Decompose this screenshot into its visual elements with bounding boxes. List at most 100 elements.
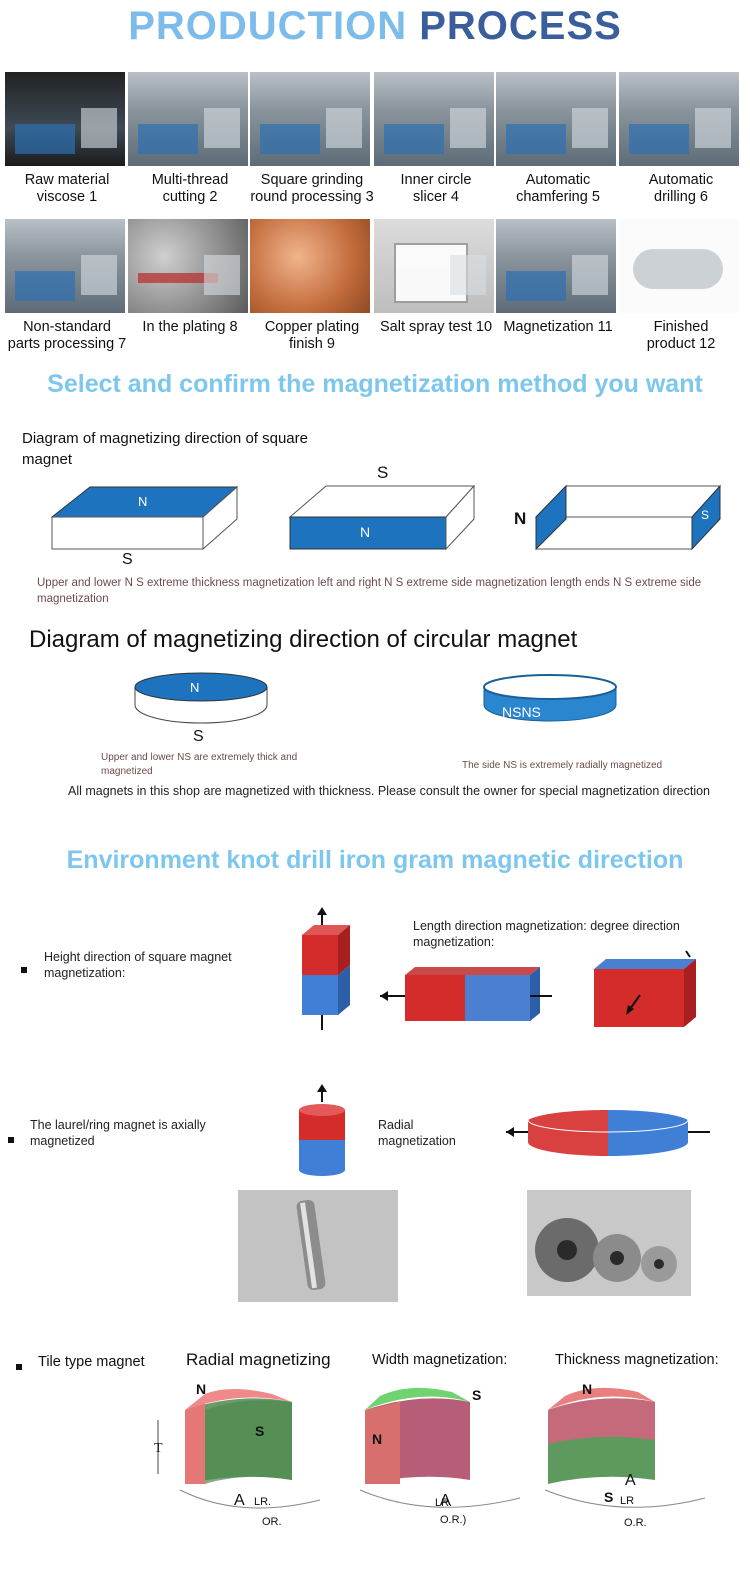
- s-label: S: [193, 728, 204, 745]
- tile-width-heading: Width magnetization:: [372, 1352, 508, 1368]
- n-label: N: [582, 1381, 592, 1397]
- n-label: N: [138, 494, 147, 509]
- section-title-magnetization-method: Select and confirm the magnetization met…: [47, 370, 703, 398]
- length-direction-label: Length direction magnetization: degree d…: [413, 919, 680, 949]
- tile-radial-heading: Radial magnetizing: [186, 1350, 331, 1369]
- square-magnet-note: Upper and lower N S extreme thickness ma…: [37, 577, 702, 605]
- process-photo: [5, 72, 125, 166]
- tile-magnet-diagrams: N S T A LR. OR. N S A LR. O.R.) N S A LR…: [154, 1381, 706, 1529]
- horizontal-magnet-block: [380, 967, 552, 1021]
- ring-magnet-note: The side NS is extremely radially magnet…: [462, 760, 663, 771]
- cube-magnet-block: [594, 950, 696, 1027]
- process-photo: [496, 72, 616, 166]
- bullet: [21, 967, 27, 973]
- process-photo: [128, 219, 248, 313]
- process-photo: [374, 219, 494, 313]
- process-caption: Magnetization 11: [503, 319, 613, 335]
- cylinder-axial: [299, 1084, 345, 1176]
- ring-label: NSNS: [502, 704, 541, 720]
- or-label: O.R.: [624, 1517, 647, 1529]
- process-photo: [374, 72, 494, 166]
- bullet: [16, 1364, 22, 1370]
- tile-magnet-label: Tile type magnet: [38, 1354, 145, 1370]
- cylinder-magnet-diagrams: [299, 1084, 710, 1176]
- bullet: [8, 1137, 14, 1143]
- square-diagram-thickness: N S: [50, 485, 239, 565]
- s-label: S: [701, 508, 709, 522]
- s-label: S: [472, 1387, 481, 1403]
- s-label: S: [604, 1489, 613, 1505]
- process-step-8: In the plating 8: [128, 219, 252, 336]
- a-label: A: [625, 1472, 636, 1489]
- square-diagram-length: N S: [514, 484, 722, 551]
- section-title-magnetic-direction: Environment knot drill iron gram magneti…: [66, 846, 684, 874]
- process-photo: [250, 219, 370, 313]
- tile-radial: N S T A LR. OR.: [154, 1381, 321, 1528]
- process-photo: [5, 219, 125, 313]
- tile-thickness-heading: Thickness magnetization:: [555, 1352, 719, 1368]
- or-label: O.R.): [440, 1514, 466, 1526]
- process-photo: [619, 72, 739, 166]
- process-step-11: Magnetization 11: [496, 219, 620, 336]
- all-magnets-note: All magnets in this shop are magnetized …: [68, 784, 711, 798]
- square-magnet-heading: Diagram of magnetizing direction of squa…: [22, 430, 308, 468]
- process-photo: [496, 219, 616, 313]
- tile-thickness: N S A LR O.R.: [544, 1381, 706, 1529]
- lr-label: LR.: [435, 1497, 452, 1509]
- process-step-10: Salt spray test 10: [374, 219, 498, 336]
- disc-magnet-note: Upper and lower NS are extremely thick a…: [101, 752, 298, 777]
- rod-magnet-photo: [238, 1190, 398, 1302]
- square-magnet-diagrams: N S N S N S: [50, 463, 722, 565]
- page-title: PRODUCTION PROCESS: [0, 4, 750, 49]
- a-label: A: [440, 1492, 451, 1509]
- process-caption: Salt spray test 10: [379, 319, 493, 335]
- lr-label: LR.: [254, 1496, 271, 1508]
- process-photo: [128, 72, 248, 166]
- n-label: N: [514, 509, 526, 528]
- disc-magnet-axial: N S: [134, 672, 268, 745]
- s-label: S: [255, 1423, 264, 1439]
- lr-label: LR: [620, 1495, 634, 1507]
- square-diagram-side: N S: [288, 463, 476, 551]
- ring-magnet-photo: [527, 1190, 691, 1296]
- n-label: N: [360, 524, 370, 540]
- a-label: A: [234, 1492, 245, 1509]
- process-photo: [250, 72, 370, 166]
- square-magnet-3d-diagrams: [302, 907, 696, 1030]
- n-label: N: [196, 1381, 206, 1397]
- circular-magnet-diagrams: N S NSNS: [134, 672, 617, 745]
- s-label: S: [122, 551, 133, 565]
- n-label: N: [372, 1431, 382, 1447]
- vertical-magnet-block: [302, 907, 350, 1030]
- process-caption: In the plating 8: [142, 319, 238, 335]
- circular-magnet-heading: Diagram of magnetizing direction of circ…: [29, 626, 578, 653]
- s-label: S: [377, 463, 388, 482]
- tile-width: N S A LR. O.R.): [359, 1387, 521, 1526]
- n-label: N: [190, 680, 199, 695]
- process-photo: [619, 219, 739, 313]
- t-label: T: [154, 1441, 163, 1456]
- or-label: OR.: [262, 1516, 282, 1528]
- title-part1: PRODUCTION: [128, 4, 408, 48]
- ring-magnet-radial: NSNS: [483, 674, 617, 722]
